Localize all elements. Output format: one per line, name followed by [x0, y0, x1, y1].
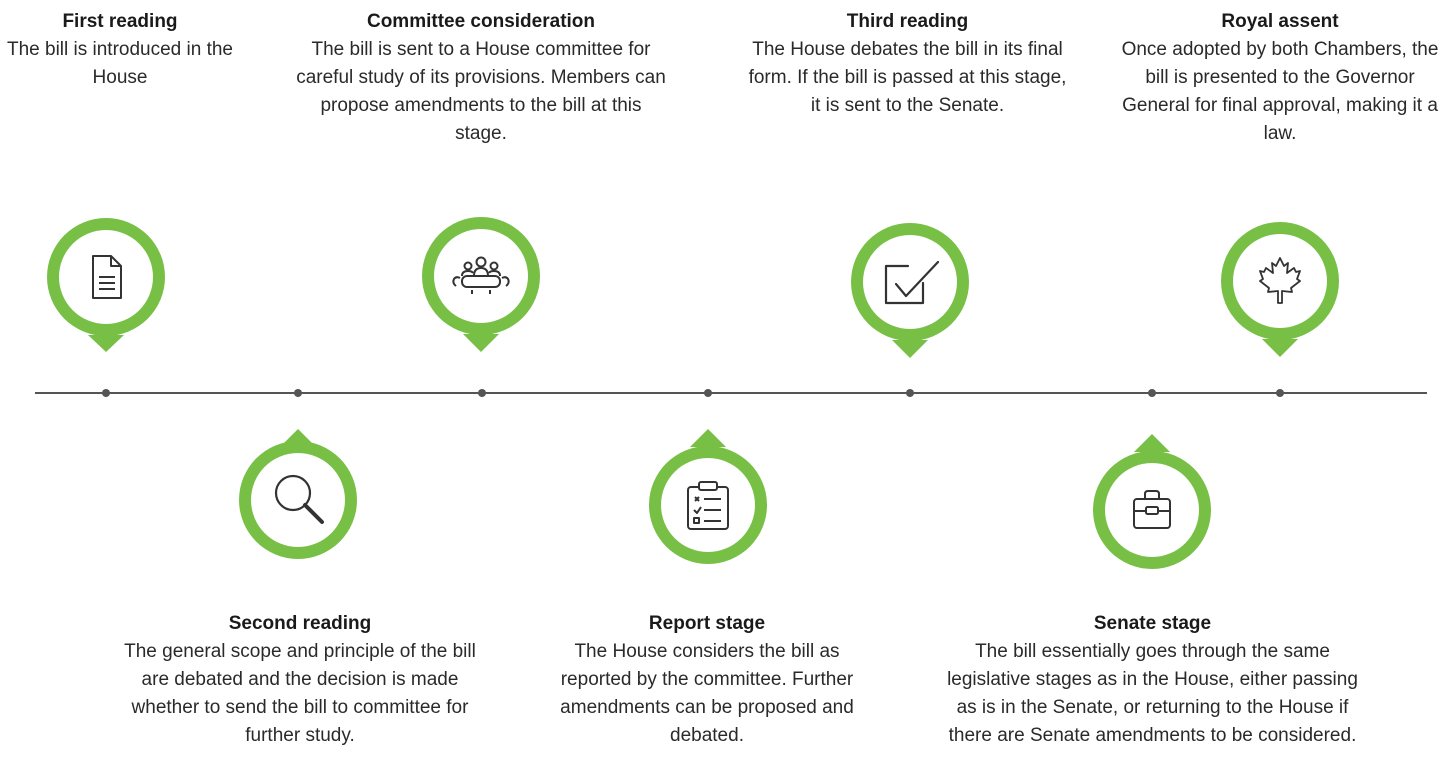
- marker-third-reading: [851, 223, 969, 358]
- stage-description: The bill is introduced in the House: [6, 39, 233, 88]
- timeline-dot-senate-stage: [1148, 389, 1156, 397]
- marker-committee-consideration: [422, 217, 540, 352]
- stage-text-royal-assent: Royal assent Once adopted by both Chambe…: [1115, 8, 1445, 148]
- stage-text-second-reading: Second reading The general scope and pri…: [112, 610, 488, 750]
- timeline-dot-committee-consideration: [478, 389, 486, 397]
- stage-description: The bill is sent to a House committee fo…: [296, 39, 666, 144]
- stage-title: Committee consideration: [366, 11, 596, 32]
- meeting-table-icon: [452, 256, 510, 294]
- stage-description: The House considers the bill as reported…: [560, 641, 854, 746]
- timeline-dot-second-reading: [294, 389, 302, 397]
- stage-text-first-reading: First reading The bill is introduced in …: [0, 8, 240, 92]
- timeline-dot-third-reading: [906, 389, 914, 397]
- document-icon: [92, 255, 122, 299]
- stage-title: Royal assent: [1221, 11, 1339, 32]
- timeline-dot-report-stage: [704, 389, 712, 397]
- stage-description: The general scope and principle of the b…: [124, 641, 476, 746]
- stage-title: First reading: [62, 11, 178, 32]
- stage-description: Once adopted by both Chambers, the bill …: [1121, 39, 1439, 144]
- magnifier-icon: [274, 474, 324, 524]
- stage-description: The House debates the bill in its final …: [748, 39, 1067, 116]
- checkbox-icon: [884, 260, 940, 305]
- stage-title: Report stage: [648, 613, 766, 634]
- timeline-dot-royal-assent: [1276, 389, 1284, 397]
- stage-title: Third reading: [846, 11, 969, 32]
- briefcase-icon: [1133, 490, 1171, 529]
- maple-leaf-icon: [1259, 257, 1301, 304]
- stage-text-senate-stage: Senate stage The bill essentially goes t…: [935, 610, 1370, 750]
- marker-second-reading: [239, 429, 357, 559]
- marker-senate-stage: [1093, 434, 1211, 569]
- stage-text-report-stage: Report stage The House considers the bil…: [552, 610, 862, 750]
- marker-royal-assent: [1221, 222, 1339, 357]
- timeline-dot-first-reading: [102, 389, 110, 397]
- marker-report-stage: [649, 429, 767, 564]
- stage-title: Second reading: [228, 613, 372, 634]
- stage-description: The bill essentially goes through the sa…: [947, 641, 1358, 746]
- stage-text-committee-consideration: Committee consideration The bill is sent…: [295, 8, 667, 148]
- marker-first-reading: [47, 218, 165, 352]
- clipboard-checklist-icon: [687, 481, 729, 530]
- stage-title: Senate stage: [1093, 613, 1212, 634]
- stage-text-third-reading: Third reading The House debates the bill…: [745, 8, 1070, 120]
